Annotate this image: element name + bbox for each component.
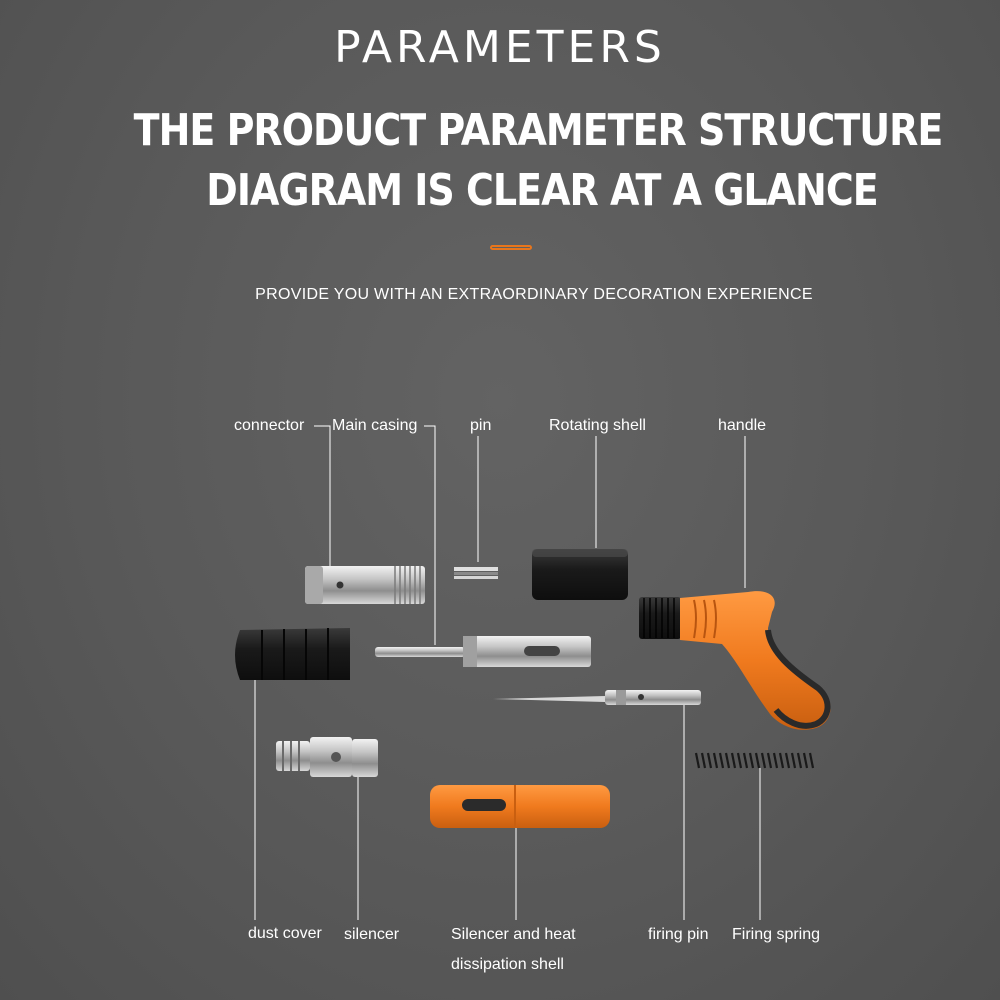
- label-heat-shell-line2: dissipation shell: [451, 956, 564, 973]
- label-dust-cover: dust cover: [248, 925, 322, 942]
- label-main-casing: Main casing: [332, 417, 418, 434]
- tagline: PROVIDE YOU WITH AN EXTRAORDINARY DECORA…: [255, 286, 813, 303]
- dust-cover-part: [235, 628, 350, 680]
- label-rotating-shell: Rotating shell: [549, 417, 646, 434]
- subtitle-line-1: THE PRODUCT PARAMETER STRUCTURE: [133, 104, 944, 156]
- rotating-shell-part: [532, 549, 628, 600]
- pin-part: [454, 567, 498, 579]
- page-title: PARAMETERS: [334, 22, 666, 73]
- label-silencer: silencer: [344, 926, 400, 943]
- label-pin: pin: [470, 417, 492, 434]
- label-handle: handle: [718, 417, 767, 434]
- heat-shell-part: [430, 785, 610, 828]
- label-firing-spring: Firing spring: [732, 926, 821, 943]
- label-heat-shell-line1: Silencer and heat: [451, 926, 576, 943]
- firing-pin-part: [493, 690, 701, 705]
- accent-divider: [490, 245, 532, 250]
- connector-part: [305, 566, 425, 604]
- subtitle-line-2: DIAGRAM IS CLEAR AT A GLANCE: [206, 164, 878, 216]
- label-connector: connector: [234, 417, 305, 434]
- firing-spring-part: [694, 752, 815, 769]
- main-casing-part: [375, 636, 591, 667]
- label-firing-pin: firing pin: [648, 926, 709, 943]
- leader-lines: [254, 425, 761, 920]
- handle-part: [639, 591, 831, 730]
- silencer-part: [276, 737, 378, 777]
